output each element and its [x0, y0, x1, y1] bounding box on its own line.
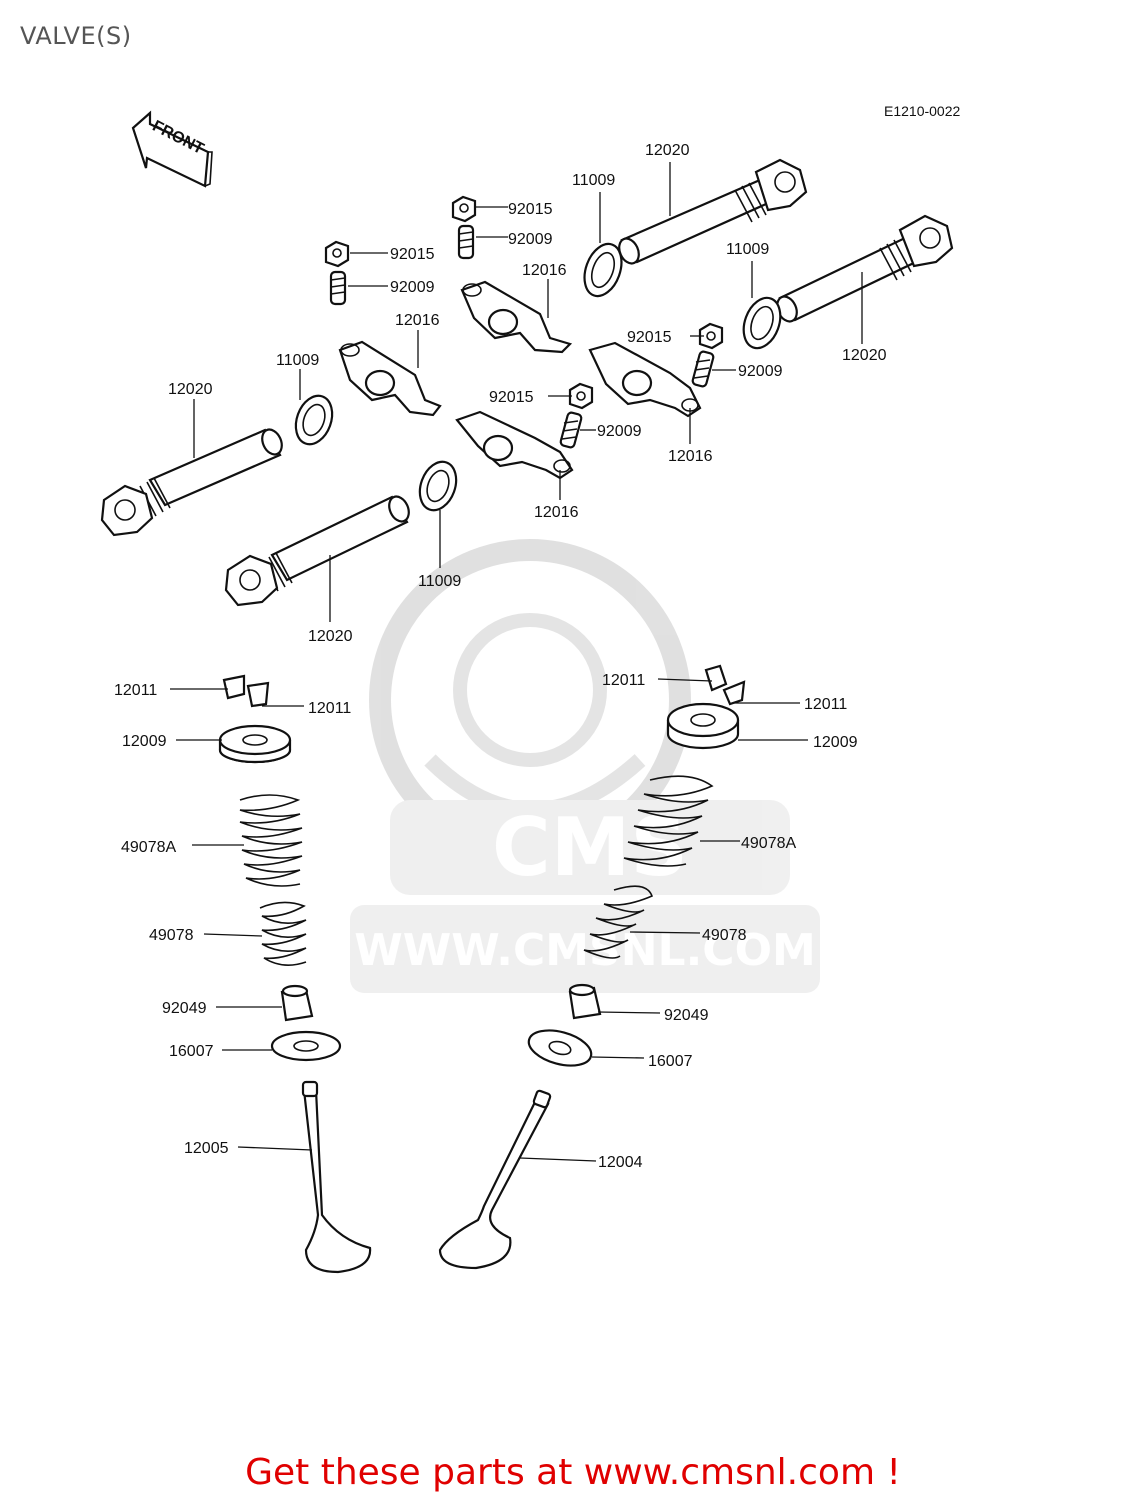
callout-11009: 11009 — [726, 241, 769, 258]
lock-nut-1 — [324, 240, 350, 268]
callout-92015: 92015 — [489, 389, 534, 406]
rocker-shaft-3 — [100, 428, 283, 537]
adjuster-screw-2 — [457, 224, 475, 260]
callout-12020: 12020 — [842, 347, 887, 364]
spring-retainer-right — [666, 702, 740, 750]
spring-retainer-left — [218, 724, 292, 764]
exhaust-valve — [301, 1080, 372, 1274]
rocker-arm-2 — [460, 280, 573, 354]
rocker-arm-3 — [588, 341, 702, 418]
callout-12020: 12020 — [168, 381, 213, 398]
callout-92015: 92015 — [627, 329, 672, 346]
stem-seal-left — [280, 984, 314, 1022]
callout-92009: 92009 — [508, 231, 553, 248]
callout-12016: 12016 — [534, 504, 579, 521]
callout-11009: 11009 — [276, 352, 319, 369]
outer-spring-left — [239, 794, 303, 887]
callout-12011: 12011 — [308, 700, 351, 717]
adjuster-screw-4 — [559, 411, 583, 449]
callout-92009: 92009 — [738, 363, 783, 380]
callout-12009: 12009 — [813, 734, 858, 751]
callout-12009: 12009 — [122, 733, 167, 750]
callout-16007: 16007 — [648, 1053, 693, 1070]
lock-nut-4 — [568, 382, 594, 410]
rocker-shaft-4 — [224, 495, 410, 607]
rocker-arm-4 — [455, 410, 574, 480]
svg-text:CMS: CMS — [492, 801, 688, 894]
inner-spring-left — [259, 901, 307, 966]
exploded-view-drawing: CMS WWW.CMSNL.COM FRONT — [100, 110, 954, 1274]
callout-labels: 12020 11009 92015 92009 12016 92015 9200… — [114, 142, 887, 1171]
callout-92015: 92015 — [508, 201, 553, 218]
valve-cotter-right-a — [704, 664, 728, 692]
spring-seat-right — [527, 1029, 593, 1067]
callout-12011: 12011 — [602, 672, 645, 689]
outer-spring-right — [623, 775, 714, 867]
washer-11009-d — [418, 460, 458, 512]
adjuster-screw-1 — [329, 270, 347, 306]
adjuster-screw-3 — [691, 350, 715, 388]
callout-12011: 12011 — [804, 696, 847, 713]
rocker-arm-1 — [338, 340, 442, 417]
leader-lines — [170, 162, 863, 1162]
callout-12016: 12016 — [668, 448, 713, 465]
lock-nut-3 — [698, 322, 724, 350]
valve-cotter-left-b — [246, 681, 270, 708]
callout-11009: 11009 — [418, 573, 461, 590]
valve-cotter-right-b — [722, 680, 746, 706]
callout-12004: 12004 — [598, 1154, 643, 1171]
callout-12016: 12016 — [522, 262, 567, 279]
inner-spring-right — [583, 885, 654, 959]
diagram-code: E1210-0022 — [884, 103, 961, 119]
callout-92009: 92009 — [597, 423, 642, 440]
callout-49078A: 49078A — [121, 839, 176, 856]
valve-cotter-left-a — [222, 674, 246, 700]
callout-92049: 92049 — [664, 1007, 709, 1024]
callout-12020: 12020 — [308, 628, 353, 645]
callout-49078: 49078 — [149, 927, 194, 944]
lock-nut-2 — [451, 195, 477, 223]
washer-11009-c — [294, 394, 334, 446]
footer-shop-link[interactable]: Get these parts at www.cmsnl.com ! — [245, 1452, 901, 1493]
front-arrow: FRONT — [131, 110, 213, 188]
callout-12020: 12020 — [645, 142, 690, 159]
callout-12011: 12011 — [114, 682, 157, 699]
callout-92009: 92009 — [390, 279, 435, 296]
rocker-shaft-2 — [776, 214, 954, 323]
page-title: VALVE(S) — [20, 22, 132, 50]
stem-seal-right — [568, 983, 602, 1020]
washer-11009-a — [583, 242, 623, 298]
callout-92049: 92049 — [162, 1000, 207, 1017]
callout-49078: 49078 — [702, 927, 747, 944]
spring-seat-left — [270, 1030, 342, 1062]
callout-92015: 92015 — [390, 246, 435, 263]
rocker-shaft-1 — [618, 158, 808, 265]
callout-12005: 12005 — [184, 1140, 229, 1157]
watermark-logo: CMS WWW.CMSNL.COM — [350, 539, 820, 993]
callout-12016: 12016 — [395, 312, 440, 329]
callout-11009: 11009 — [572, 172, 615, 189]
intake-valve — [438, 1089, 552, 1270]
callout-16007: 16007 — [169, 1043, 214, 1060]
callout-49078A: 49078A — [741, 835, 796, 852]
washer-11009-b — [742, 296, 782, 350]
